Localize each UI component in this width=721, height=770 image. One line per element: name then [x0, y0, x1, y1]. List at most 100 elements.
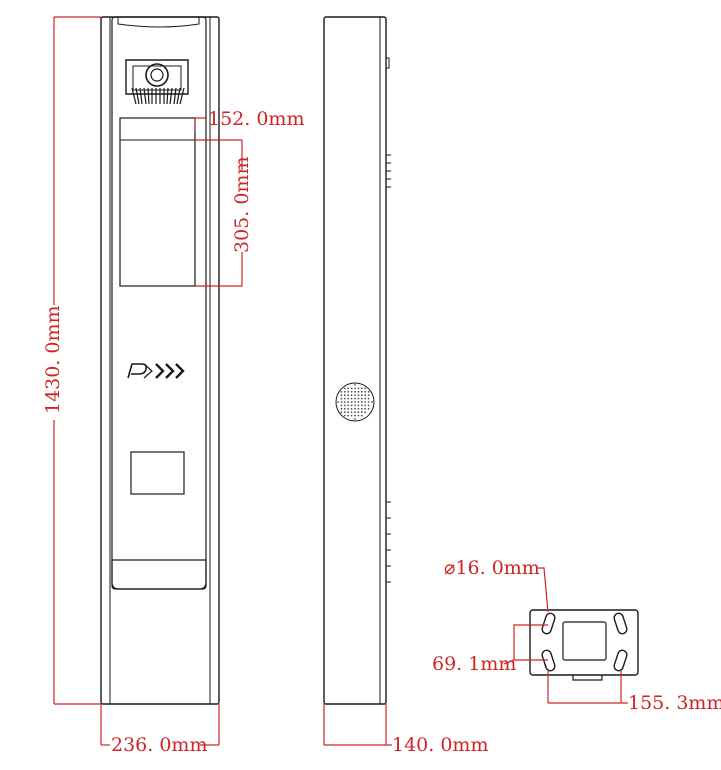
- mount-hole-bottom-right: [613, 649, 628, 672]
- side-body-outline: [323, 16, 387, 705]
- mount-hole-bottom-left: [541, 649, 556, 672]
- speaker-hole: [343, 401, 346, 403]
- side-bracket: [385, 57, 390, 69]
- speaker-hole: [350, 414, 353, 417]
- speaker-hole: [350, 407, 353, 410]
- speaker-hole: [340, 407, 343, 410]
- speaker-hole: [360, 390, 363, 393]
- base-plate: [529, 609, 639, 676]
- speaker-hole: [337, 401, 339, 403]
- speaker-hole: [364, 387, 367, 390]
- speaker-hole: [340, 390, 343, 393]
- speaker-hole: [360, 411, 363, 414]
- speaker-hole: [354, 397, 356, 400]
- base-plate-cutout: [562, 621, 607, 661]
- speaker-hole: [354, 390, 356, 393]
- speaker-hole: [367, 407, 370, 410]
- speaker-hole: [340, 397, 343, 400]
- front-body-outline: [100, 16, 220, 705]
- speaker-hole: [354, 404, 356, 407]
- speaker-hole: [350, 411, 353, 414]
- speaker-hole: [350, 401, 353, 403]
- speaker-hole: [343, 407, 346, 410]
- speaker-hole: [350, 397, 353, 400]
- vent-slots-upper: [386, 154, 391, 188]
- speaker-hole: [357, 390, 360, 393]
- dim-label-height: 1430. 0mm: [42, 305, 64, 414]
- speaker-hole: [350, 394, 353, 397]
- speaker-hole: [364, 390, 367, 393]
- speaker-grille-icon: [335, 382, 375, 422]
- speaker-hole: [364, 394, 367, 397]
- speaker-hole: [343, 390, 346, 393]
- front-panel: [111, 16, 207, 590]
- speaker-hole: [343, 387, 346, 390]
- speaker-hole: [354, 401, 356, 403]
- top-cap: [117, 17, 200, 28]
- speaker-hole: [360, 387, 363, 390]
- speaker-hole: [354, 394, 356, 397]
- speaker-hole: [343, 397, 346, 400]
- speaker-hole: [364, 411, 367, 414]
- speaker-hole: [357, 387, 360, 390]
- speaker-hole: [354, 384, 356, 386]
- front-view: [100, 16, 220, 705]
- speaker-hole: [347, 401, 350, 403]
- speaker-hole: [367, 394, 370, 397]
- dim-label-front-width: 236. 0mm: [111, 734, 208, 756]
- speaker-hole: [360, 401, 363, 403]
- camera-icon: [125, 59, 189, 105]
- speaker-hole: [354, 414, 356, 417]
- speaker-hole: [371, 401, 373, 403]
- speaker-hole: [347, 407, 350, 410]
- speaker-hole: [357, 414, 360, 417]
- speaker-hole: [347, 411, 350, 414]
- speaker-hole: [340, 394, 343, 397]
- speaker-hole: [364, 401, 367, 403]
- speaker-hole: [360, 397, 363, 400]
- vent-slots-lower: [386, 501, 391, 583]
- speaker-hole: [354, 387, 356, 390]
- speaker-hole: [364, 407, 367, 410]
- speaker-hole: [357, 394, 360, 397]
- speaker-hole: [347, 397, 350, 400]
- speaker-hole: [350, 387, 353, 390]
- mount-hole-top-right: [613, 612, 628, 635]
- base-plate-view: [529, 609, 639, 681]
- dim-label-screen-height: 305. 0mm: [231, 156, 253, 253]
- speaker-hole: [350, 404, 353, 407]
- dim-label-hole-spacing-horizontal: 155. 3mm: [628, 692, 721, 714]
- speaker-hole: [357, 404, 360, 407]
- speaker-hole: [357, 411, 360, 414]
- dim-label-hole-diameter: ⌀16. 0mm: [444, 557, 540, 579]
- base-plate-tab: [572, 675, 603, 681]
- speaker-hole: [354, 407, 356, 410]
- speaker-hole: [343, 411, 346, 414]
- dim-label-side-depth: 140. 0mm: [392, 734, 489, 756]
- speaker-hole: [343, 414, 346, 417]
- speaker-hole: [347, 394, 350, 397]
- speaker-hole: [340, 401, 343, 403]
- speaker-hole: [347, 404, 350, 407]
- display-screen: [119, 117, 196, 287]
- speaker-hole: [367, 397, 370, 400]
- speaker-hole: [347, 390, 350, 393]
- speaker-hole: [340, 411, 343, 414]
- speaker-hole: [357, 401, 360, 403]
- speaker-hole: [354, 418, 356, 420]
- speaker-hole: [347, 414, 350, 417]
- speaker-hole: [354, 411, 356, 414]
- speaker-hole: [343, 394, 346, 397]
- dimension-lines: [53, 16, 628, 746]
- speaker-hole: [347, 387, 350, 390]
- speaker-hole: [357, 407, 360, 410]
- bottom-tray: [111, 559, 207, 590]
- speaker-hole: [343, 404, 346, 407]
- card-reader: [130, 451, 185, 495]
- dim-label-screen-width: 152. 0mm: [208, 108, 305, 130]
- dim-label-hole-spacing-vertical: 69. 1mm: [432, 653, 517, 675]
- speaker-hole: [367, 401, 370, 403]
- p-arrows-logo-icon: [127, 363, 185, 379]
- speaker-hole: [360, 394, 363, 397]
